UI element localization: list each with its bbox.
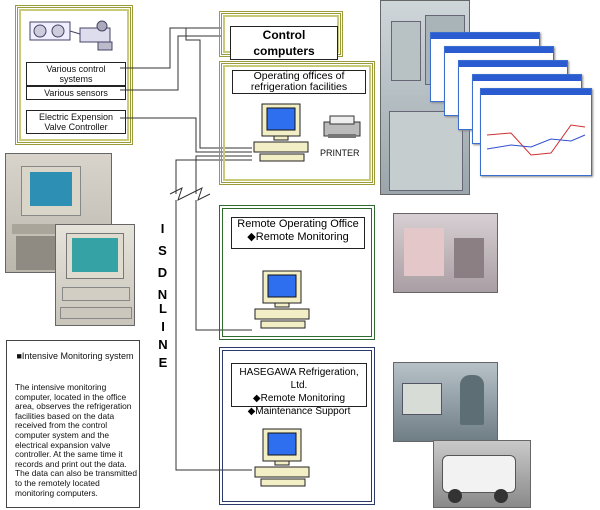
valve-controller-label: Electric Expension Valve Controller xyxy=(26,110,126,134)
line-label: L I N E xyxy=(155,300,171,372)
remote-office-photo xyxy=(393,213,498,293)
hasegawa-title-box: HASEGAWA Refrigeration, Ltd. ◆Remote Mon… xyxy=(231,363,367,417)
line-letter: L xyxy=(159,301,167,316)
office-computer-icon xyxy=(253,103,309,162)
operating-offices-title: Operating offices of refrigeration facil… xyxy=(232,70,366,94)
isdn-letter: N xyxy=(157,287,169,302)
remote-office-title: Remote Operating Office xyxy=(237,218,359,230)
operating-offices-box: Operating offices of refrigeration facil… xyxy=(219,61,375,185)
monitoring-computer-photo xyxy=(55,224,135,326)
control-systems-label: Various control systems xyxy=(26,62,126,86)
hasegawa-item-remote: ◆Remote Monitoring xyxy=(252,393,346,404)
control-computers-box: Control computers xyxy=(219,11,343,60)
isdn-letter: D xyxy=(157,265,169,280)
control-computers-label: Control computers xyxy=(230,26,338,60)
printer-label: PRINTER xyxy=(320,148,360,158)
remote-office-title-box: Remote Operating Office ◆Remote Monitori… xyxy=(231,217,365,249)
line-letter: N xyxy=(158,337,168,352)
hasegawa-computer-icon xyxy=(254,428,310,487)
hasegawa-box: HASEGAWA Refrigeration, Ltd. ◆Remote Mon… xyxy=(219,347,375,505)
intensive-monitoring-panel: ■Intensive Monitoring system The intensi… xyxy=(6,340,140,508)
monitoring-chart-screen xyxy=(480,88,592,176)
isdn-letter: S xyxy=(158,243,168,258)
service-vehicle-photo xyxy=(433,440,531,508)
hasegawa-title: HASEGAWA Refrigeration, Ltd. xyxy=(239,367,359,391)
line-letter: E xyxy=(158,355,168,370)
isdn-label: I S D N xyxy=(155,218,171,306)
equipment-icon xyxy=(29,20,113,51)
printer-icon xyxy=(323,115,361,138)
sensors-label: Various sensors xyxy=(26,86,126,100)
line-letter: I xyxy=(161,319,165,334)
monitoring-screens-stack xyxy=(430,32,595,192)
intensive-monitoring-description: The intensive monitoring computer, locat… xyxy=(15,382,137,498)
remote-office-item: ◆Remote Monitoring xyxy=(247,231,349,243)
trend-graph-icon xyxy=(486,124,586,156)
isdn-letter: I xyxy=(160,221,166,236)
remote-office-computer-icon xyxy=(254,270,310,329)
support-staff-photo xyxy=(393,362,498,442)
hasegawa-item-maintenance: ◆Maintenance Support xyxy=(247,406,351,417)
intensive-monitoring-title: ■Intensive Monitoring system xyxy=(16,351,134,361)
remote-office-box: Remote Operating Office ◆Remote Monitori… xyxy=(219,205,375,340)
field-equipment-panel: Various control systems Various sensors … xyxy=(15,5,133,145)
